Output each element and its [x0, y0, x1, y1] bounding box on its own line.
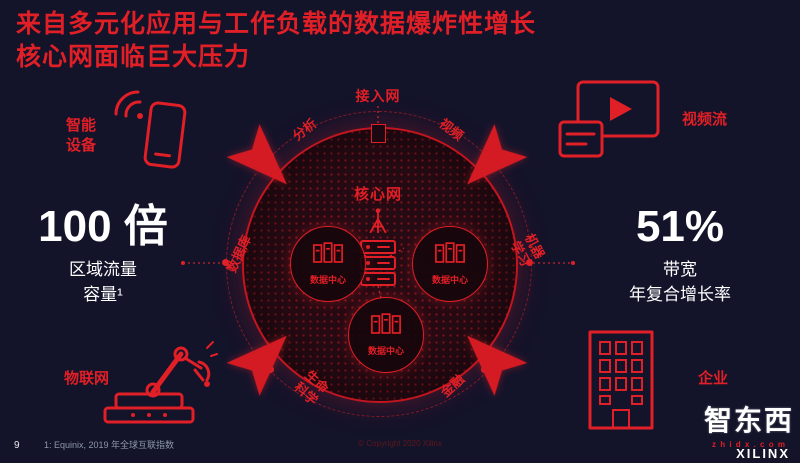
- smart-devices-label: 智能 设备: [65, 117, 96, 155]
- watermark-domain-text: z h i d x . c o m: [712, 440, 786, 449]
- access-network-label: 接入网: [355, 88, 401, 104]
- right-stat-block: 51% 带宽 年复合增长率: [590, 202, 770, 307]
- left-stat-caption-line1: 区域流量: [69, 260, 137, 280]
- iot-label: 物联网: [64, 370, 110, 387]
- inward-arrow-nw: [226, 124, 303, 201]
- data-center-node-left: 数据中心: [290, 226, 366, 302]
- right-stat-caption: 带宽 年复合增长率: [590, 258, 770, 307]
- title-line-2: 核心网面临巨大压力: [16, 42, 251, 71]
- xilinx-logo: XILINX: [736, 446, 790, 461]
- data-center-label: 数据中心: [309, 275, 346, 285]
- data-center-node-right: 数据中心: [412, 226, 488, 302]
- enterprise-building-icon: [585, 328, 657, 437]
- right-stat-caption-line2: 年复合增长率: [629, 284, 731, 304]
- core-network-label: 核心网: [353, 186, 402, 203]
- inward-arrow-se: [450, 319, 528, 396]
- inward-arrow-sw: [226, 319, 303, 396]
- page-number: 9: [14, 440, 20, 451]
- data-center-icon: [312, 242, 344, 270]
- data-center-label: 数据中心: [431, 275, 468, 285]
- right-stat-value: 51%: [635, 202, 725, 251]
- robotic-arm-icon: [103, 320, 218, 430]
- video-stream-icon: [558, 80, 663, 165]
- watermark-logo-text: 智东西: [703, 405, 794, 436]
- copyright-text: © Copyright 2020 Xilinx: [358, 439, 442, 448]
- inward-arrow-ne: [450, 124, 528, 201]
- left-stat-caption: 区域流量 容量¹: [18, 258, 188, 307]
- access-port-icon: [371, 124, 386, 143]
- core-server-icon: [360, 240, 396, 293]
- data-center-label: 数据中心: [367, 346, 404, 356]
- zhidx-watermark: 智东西 z h i d x . c o m: [704, 399, 794, 449]
- data-center-icon: [370, 313, 402, 341]
- left-stat-value: 100 倍: [38, 202, 168, 251]
- smart-device-icon: [112, 88, 192, 185]
- data-center-node-bottom: 数据中心: [348, 297, 424, 373]
- data-center-icon: [434, 242, 466, 270]
- enterprise-label: 企业: [698, 370, 729, 387]
- left-stat-caption-line2: 容量¹: [83, 284, 123, 304]
- left-stat-block: 100 倍 区域流量 容量¹: [18, 202, 188, 307]
- footnote: 1: Equinix, 2019 年全球互联指数: [44, 440, 175, 450]
- video-stream-label: 视频流: [682, 111, 728, 128]
- title-line-1: 来自多元化应用与工作负载的数据爆炸性增长: [16, 10, 537, 38]
- radio-tower-icon: [364, 206, 392, 241]
- right-stat-caption-line1: 带宽: [663, 260, 697, 280]
- page-title: 来自多元化应用与工作负载的数据爆炸性增长 核心网面临巨大压力: [16, 8, 536, 73]
